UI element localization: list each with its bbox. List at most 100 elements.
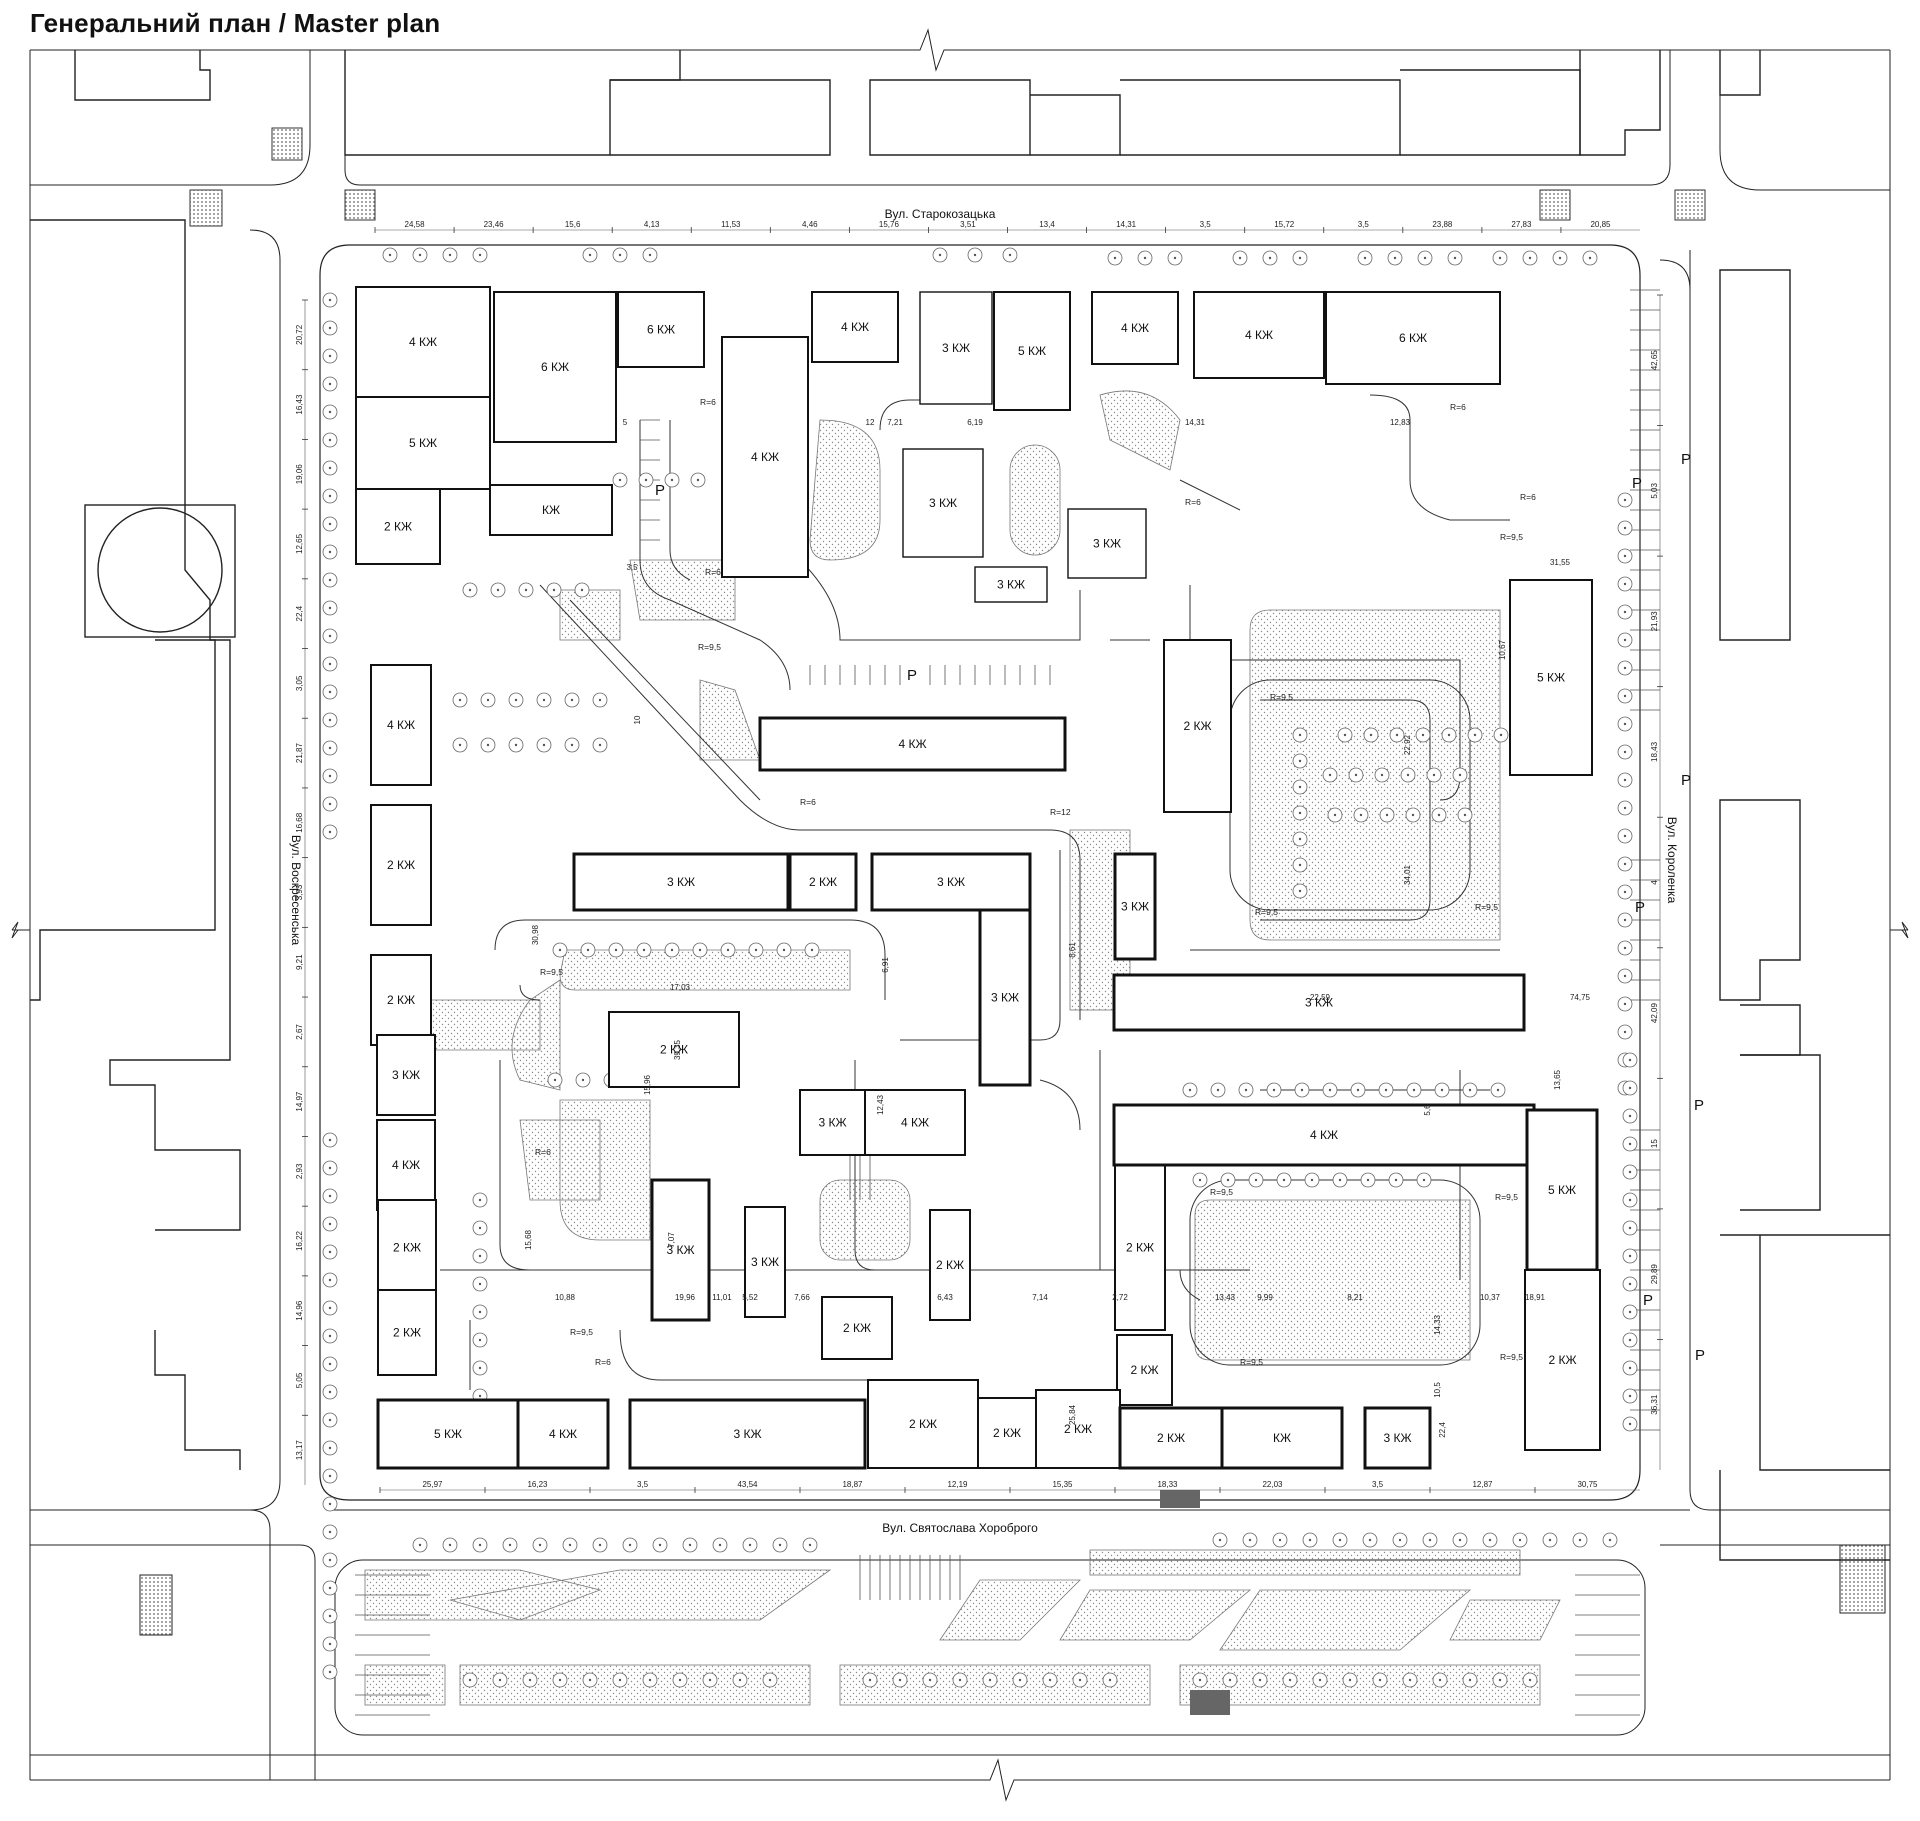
dimension-label: 15,72 [1274, 220, 1295, 229]
dimension-label: 15,35 [1052, 1480, 1073, 1489]
tree-trunk [418, 1543, 422, 1547]
tree-trunk [328, 774, 332, 778]
tree-trunk [1623, 526, 1627, 530]
building: 3 КЖ [1363, 1406, 1432, 1470]
dimension-label: 15,68 [524, 1229, 533, 1250]
tree-trunk [644, 478, 648, 482]
dimension-label: 10,67 [1498, 639, 1507, 660]
building: 2 КЖ [370, 954, 432, 1046]
building: 3 КЖ [628, 1398, 867, 1470]
tree-trunk [1623, 834, 1627, 838]
building-footprint [870, 852, 1032, 912]
tree-trunk [1173, 256, 1177, 260]
building-footprint [1112, 973, 1526, 1032]
dimension-label: 15 [1650, 1139, 1659, 1148]
tree-trunk [1628, 1254, 1632, 1258]
tree-trunk [514, 743, 518, 747]
tree-trunk [1623, 890, 1627, 894]
tree-trunk [1395, 733, 1399, 737]
building-label: 4 КЖ [898, 737, 926, 751]
tree-trunk [618, 253, 622, 257]
tree-trunk [468, 588, 472, 592]
tree-trunk [328, 382, 332, 386]
tree-trunk [418, 253, 422, 257]
street-north: Вул. Старокозацька [885, 207, 996, 221]
building: 2 КЖ [867, 1379, 979, 1469]
dimension-label: 36,31 [1650, 1394, 1659, 1415]
parking-label: P [907, 667, 917, 684]
building-footprint [608, 1011, 740, 1088]
tree-trunk [328, 802, 332, 806]
building: 4 КЖ [355, 286, 491, 398]
tree-trunk [328, 1474, 332, 1478]
tree-trunk [1628, 1142, 1632, 1146]
tree-trunk [328, 1418, 332, 1422]
dimension-label: 25,84 [1068, 1404, 1077, 1425]
tree-trunk [1578, 1538, 1582, 1542]
building: 3 КЖ [744, 1206, 786, 1318]
tree-trunk [1300, 1088, 1304, 1092]
tree-trunk [1328, 773, 1332, 777]
tree-trunk [1308, 1538, 1312, 1542]
tree-trunk [973, 253, 977, 257]
dimension-label: 21,87 [295, 743, 304, 764]
dimension-label: 11,53 [721, 220, 741, 229]
tree-trunk [928, 1678, 932, 1682]
building-footprint [377, 1289, 437, 1376]
tree-trunk [1143, 256, 1147, 260]
dimension-label: 20,72 [295, 324, 304, 345]
tree-trunk [748, 1543, 752, 1547]
dimension-label: 12,83 [1390, 418, 1411, 427]
tree-trunk [1258, 1678, 1262, 1682]
parking-label: P [1694, 1097, 1704, 1114]
radius-label: R=9,5 [1475, 902, 1498, 912]
tree-trunk [1238, 256, 1242, 260]
radius-label: R=6 [1520, 492, 1536, 502]
tree-trunk [1369, 733, 1373, 737]
building-footprint [744, 1206, 786, 1318]
building: 3 КЖ [978, 908, 1032, 1087]
tree-trunk [1394, 1178, 1398, 1182]
tree-trunk [1298, 889, 1302, 893]
tree-trunk [1623, 862, 1627, 866]
tree-trunk [1447, 733, 1451, 737]
building-label: 3 КЖ [666, 1243, 694, 1257]
tree-trunk [1384, 1088, 1388, 1092]
tree-trunk [542, 743, 546, 747]
tree-trunk [1348, 1678, 1352, 1682]
building-label: 3 КЖ [751, 1255, 779, 1269]
tree-trunk [1623, 750, 1627, 754]
dimension-label: 42,09 [1650, 1003, 1659, 1024]
radius-label: R=6 [700, 397, 716, 407]
building-footprint [721, 336, 809, 578]
tree-trunk [1298, 785, 1302, 789]
building-footprint [1114, 1164, 1166, 1331]
tree-trunk [328, 494, 332, 498]
dimension-label: 2,93 [295, 1163, 304, 1179]
tree-trunk [1440, 1088, 1444, 1092]
building: КЖ [1220, 1406, 1344, 1470]
tree-trunk [552, 588, 556, 592]
tree-trunk [1338, 1538, 1342, 1542]
dimension-label: 23,46 [484, 220, 505, 229]
building-label: 5 КЖ [1537, 671, 1565, 685]
tree-trunk [1254, 1178, 1258, 1182]
tree-trunk [754, 948, 758, 952]
building-label: 3 КЖ [1093, 537, 1121, 551]
building-footprint [376, 1119, 436, 1211]
tree-trunk [1298, 733, 1302, 737]
dimension-label: 5,05 [295, 1372, 304, 1388]
building-footprint [516, 1398, 610, 1470]
tree-trunk [868, 1678, 872, 1682]
building-label: 3 КЖ [991, 991, 1019, 1005]
dimension-label: 16,68 [295, 812, 304, 833]
building: 2 КЖ [608, 1011, 740, 1088]
building-label: 2 КЖ [809, 875, 837, 889]
tree-trunk [1428, 1538, 1432, 1542]
tree-trunk [1558, 256, 1562, 260]
tree-trunk [1272, 1088, 1276, 1092]
tree-trunk [1198, 1678, 1202, 1682]
dimension-label: 22,03 [1262, 1480, 1283, 1489]
building: 3 КЖ [376, 1034, 436, 1116]
